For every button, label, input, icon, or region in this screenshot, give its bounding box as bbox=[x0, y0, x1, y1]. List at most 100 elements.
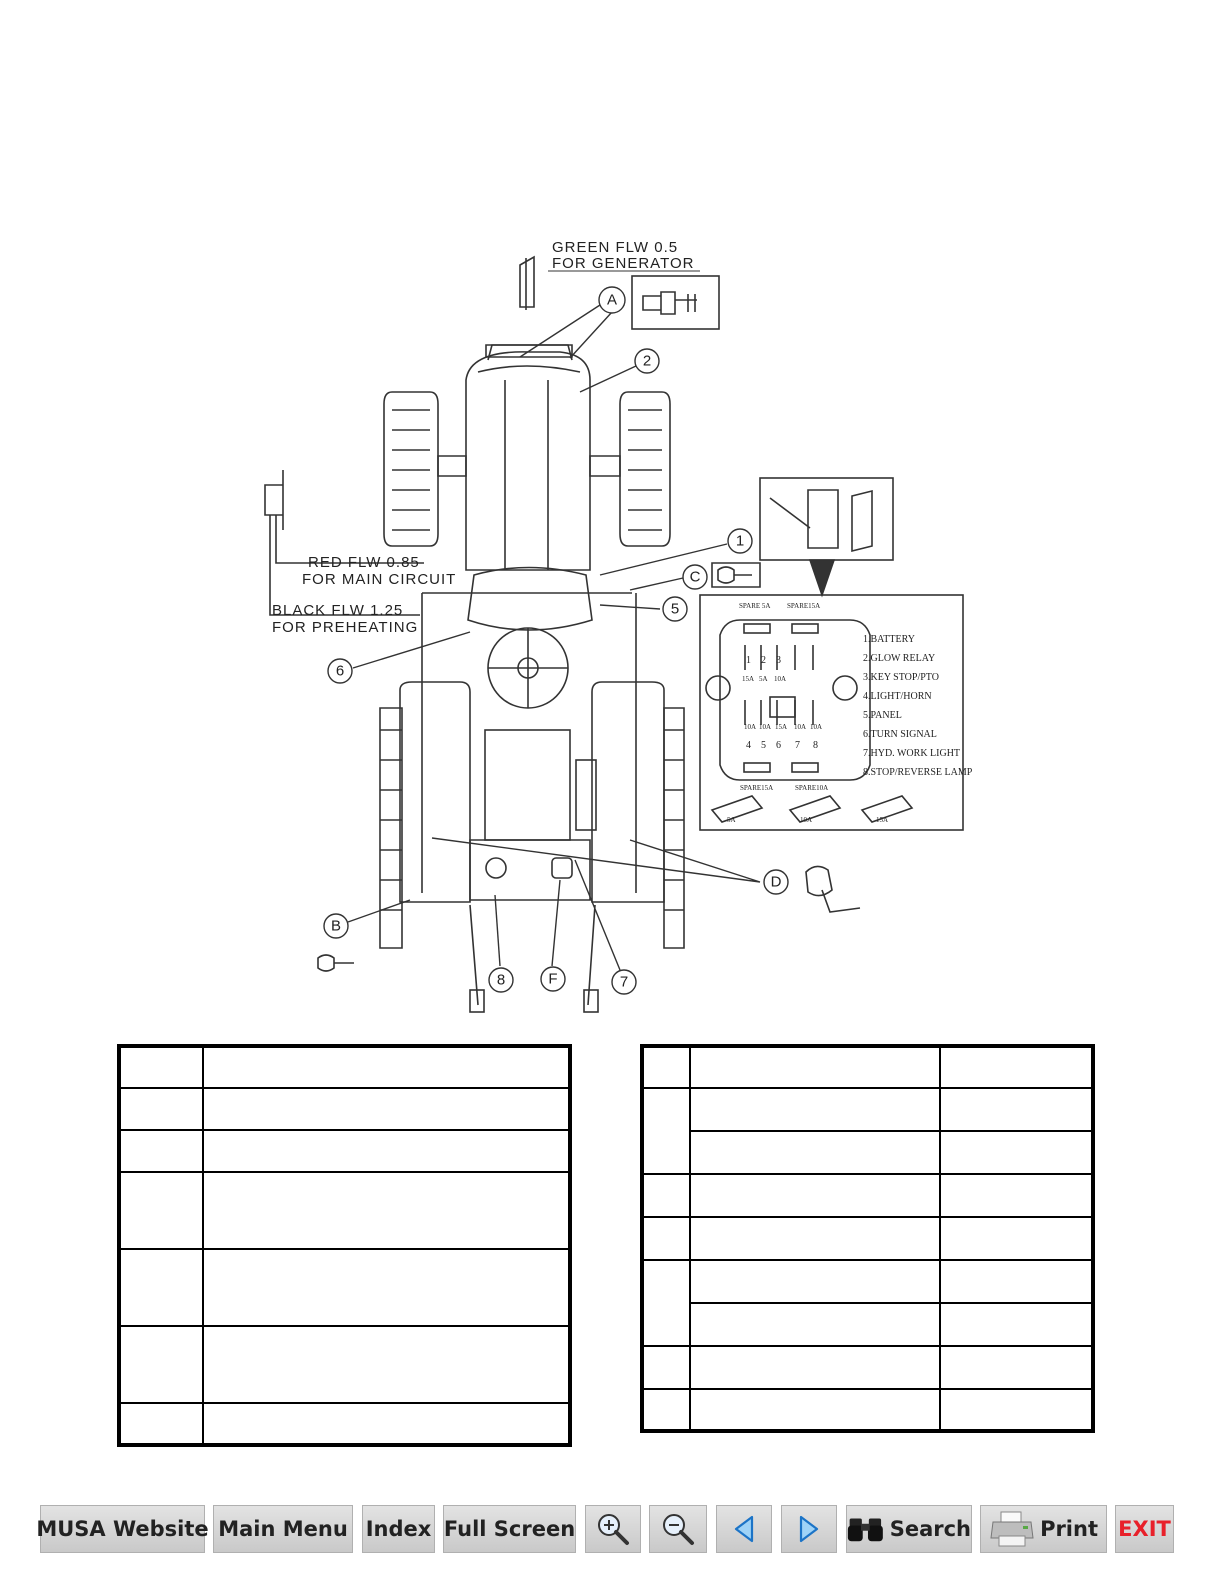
print-label: Print bbox=[1040, 1517, 1098, 1541]
exit-button[interactable]: EXIT bbox=[1115, 1505, 1174, 1553]
table-cell bbox=[118, 1325, 204, 1404]
zoom-out-button[interactable] bbox=[649, 1505, 707, 1553]
table-cell bbox=[118, 1045, 204, 1089]
table-cell bbox=[689, 1345, 941, 1390]
index-button[interactable]: Index bbox=[362, 1505, 435, 1553]
exit-label: EXIT bbox=[1118, 1517, 1171, 1541]
table-row bbox=[641, 1388, 1094, 1432]
table-cell bbox=[202, 1129, 571, 1173]
table-cell bbox=[118, 1129, 204, 1173]
table-row bbox=[641, 1259, 1094, 1347]
table-row bbox=[641, 1345, 1094, 1390]
table-cell bbox=[202, 1171, 571, 1250]
table-cell bbox=[939, 1173, 1094, 1218]
table-cell bbox=[939, 1259, 1094, 1304]
table-cell bbox=[689, 1302, 941, 1347]
table-cell bbox=[689, 1388, 941, 1432]
fuse-type-label: 5A bbox=[727, 816, 736, 824]
arrow-left-icon bbox=[734, 1515, 754, 1543]
table-row bbox=[641, 1087, 1094, 1175]
fuse-number: 3 bbox=[776, 655, 781, 666]
fuse-legend-item: 3.KEY STOP/PTO bbox=[863, 672, 939, 683]
fuse-type-label: 15A bbox=[876, 816, 888, 824]
green-wire-label: GREEN FLW 0.5 bbox=[552, 239, 678, 256]
fuse-number: 1 bbox=[746, 655, 751, 666]
table-row bbox=[118, 1248, 571, 1327]
table-cell bbox=[641, 1388, 691, 1432]
previous-page-button[interactable] bbox=[716, 1505, 772, 1553]
binoculars-icon bbox=[847, 1518, 883, 1542]
print-button[interactable]: Print bbox=[980, 1505, 1107, 1553]
bottom-toolbar: MUSA Website Main Menu Index Full Screen bbox=[36, 1505, 1174, 1555]
spare-top-left: SPARE 5A bbox=[739, 602, 770, 610]
table-row bbox=[118, 1129, 571, 1173]
table-row bbox=[118, 1045, 571, 1089]
table-cell bbox=[939, 1045, 1094, 1089]
spare-bottom-right: SPARE10A bbox=[795, 784, 828, 792]
table-cell bbox=[939, 1302, 1094, 1347]
fuse-legend-item: 4.LIGHT/HORN bbox=[863, 691, 932, 702]
fuse-number: 6 bbox=[776, 740, 781, 751]
table-cell bbox=[118, 1402, 204, 1446]
fuse-legend-item: 7.HYD. WORK LIGHT bbox=[863, 748, 960, 759]
fuse-rating: 10A bbox=[774, 675, 786, 683]
fuse-legend-item: 8.STOP/REVERSE LAMP bbox=[863, 767, 973, 778]
fuse-number: 5 bbox=[761, 740, 766, 751]
fuse-number: 8 bbox=[813, 740, 818, 751]
fuse-rating: 15A bbox=[775, 723, 787, 731]
callout-8: 8 bbox=[497, 972, 505, 989]
fuse-legend-item: 1.BATTERY bbox=[863, 634, 915, 645]
callout-6: 6 bbox=[336, 663, 344, 680]
fuse-rating: 10A bbox=[794, 723, 806, 731]
table-row bbox=[118, 1171, 571, 1250]
table-cell bbox=[939, 1216, 1094, 1261]
callout-a: A bbox=[607, 292, 617, 309]
spare-top-right: SPARE15A bbox=[787, 602, 820, 610]
right-parts-table bbox=[640, 1044, 1095, 1433]
table-cell bbox=[939, 1087, 1094, 1132]
callout-f: F bbox=[548, 971, 557, 988]
table-cell bbox=[641, 1173, 691, 1218]
callout-b: B bbox=[331, 918, 341, 935]
callout-7: 7 bbox=[620, 974, 628, 991]
table-cell bbox=[641, 1259, 691, 1347]
table-row bbox=[118, 1325, 571, 1404]
fuse-number: 2 bbox=[761, 655, 766, 666]
table-row bbox=[642, 1302, 1094, 1347]
fuse-rating: 5A bbox=[759, 675, 768, 683]
preheating-label: FOR PREHEATING bbox=[272, 619, 418, 636]
fuse-rating: 10A bbox=[744, 723, 756, 731]
table-row bbox=[118, 1402, 571, 1446]
table-cell bbox=[118, 1171, 204, 1250]
table-cell bbox=[689, 1259, 941, 1304]
table-cell bbox=[641, 1087, 691, 1175]
fuse-number: 4 bbox=[746, 740, 751, 751]
fuse-type-label: 10A bbox=[800, 816, 812, 824]
table-cell bbox=[202, 1045, 571, 1089]
callout-1: 1 bbox=[736, 533, 744, 550]
fuse-rating: 10A bbox=[810, 723, 822, 731]
fuse-number: 7 bbox=[795, 740, 800, 751]
table-cell bbox=[689, 1087, 941, 1132]
table-cell bbox=[689, 1173, 941, 1218]
table-cell bbox=[118, 1087, 204, 1131]
search-button[interactable]: Search bbox=[846, 1505, 972, 1553]
zoom-in-button[interactable] bbox=[585, 1505, 641, 1553]
table-cell bbox=[202, 1087, 571, 1131]
callout-2: 2 bbox=[643, 353, 651, 370]
table-cell bbox=[689, 1045, 941, 1089]
full-screen-button[interactable]: Full Screen bbox=[443, 1505, 576, 1553]
arrow-right-icon bbox=[799, 1515, 819, 1543]
next-page-button[interactable] bbox=[781, 1505, 837, 1553]
main-menu-button[interactable]: Main Menu bbox=[213, 1505, 353, 1553]
callout-5: 5 bbox=[671, 601, 679, 618]
musa-website-button[interactable]: MUSA Website bbox=[36, 1505, 209, 1553]
fuse-legend-item: 2.GLOW RELAY bbox=[863, 653, 935, 664]
table-cell bbox=[689, 1130, 941, 1175]
fuse-rating: 10A bbox=[759, 723, 771, 731]
table-cell bbox=[689, 1216, 941, 1261]
main-circuit-label: FOR MAIN CIRCUIT bbox=[302, 571, 456, 588]
table-cell bbox=[641, 1345, 691, 1390]
red-wire-label: RED FLW 0.85 bbox=[308, 554, 420, 571]
table-cell bbox=[202, 1248, 571, 1327]
